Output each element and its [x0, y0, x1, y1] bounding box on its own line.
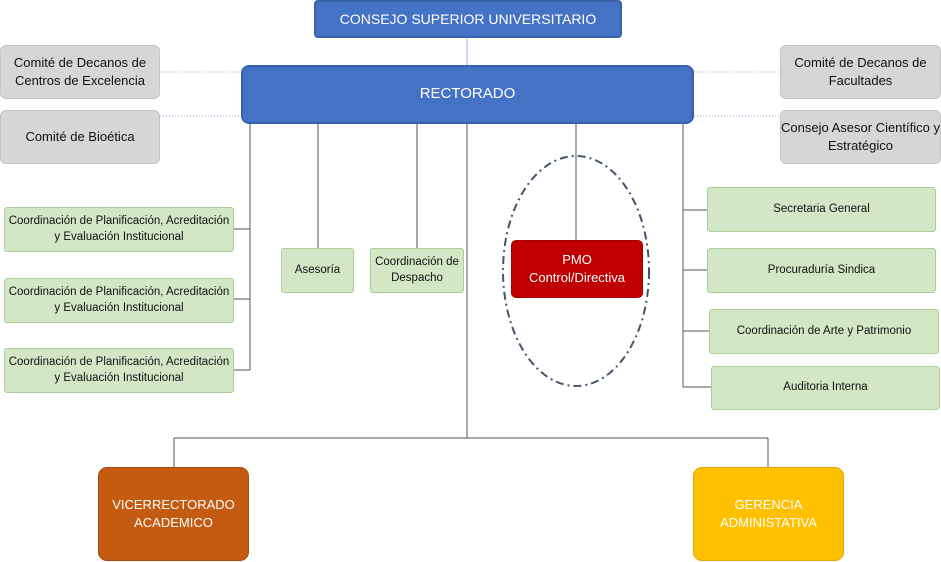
gerencia-box: GERENCIA ADMINISTATIVA	[693, 467, 844, 561]
consejo-asesor: Consejo Asesor Científico y Estratégico	[780, 110, 941, 164]
consejo-superior-box: CONSEJO SUPERIOR UNIVERSITARIO	[314, 0, 622, 38]
committee-decanos-facultades: Comité de Decanos de Facultades	[780, 45, 941, 99]
right-unit-secretaria: Secretaria General	[707, 187, 936, 232]
vicerrectorado-box: VICERRECTORADO ACADEMICO	[98, 467, 249, 561]
despacho-box: Coordinación de Despacho	[370, 248, 464, 293]
right-unit-procuraduria: Procuraduría Sindica	[707, 248, 936, 293]
rectorado-box: RECTORADO	[241, 65, 694, 124]
pmo-highlight-ellipse	[502, 155, 650, 387]
right-unit-arte: Coordinación de Arte y Patrimonio	[709, 309, 939, 354]
left-unit-3: Coordinación de Planificación, Acreditac…	[4, 348, 234, 393]
left-unit-2: Coordinación de Planificación, Acreditac…	[4, 278, 234, 323]
committee-decanos-centros: Comité de Decanos de Centros de Excelenc…	[0, 45, 160, 99]
left-unit-1: Coordinación de Planificación, Acreditac…	[4, 207, 234, 252]
pmo-box: PMO Control/Directiva	[511, 240, 643, 298]
committee-bioetica: Comité de Bioética	[0, 110, 160, 164]
right-unit-auditoria: Auditoria Interna	[711, 366, 940, 410]
asesoria-box: Asesoría	[281, 248, 354, 293]
